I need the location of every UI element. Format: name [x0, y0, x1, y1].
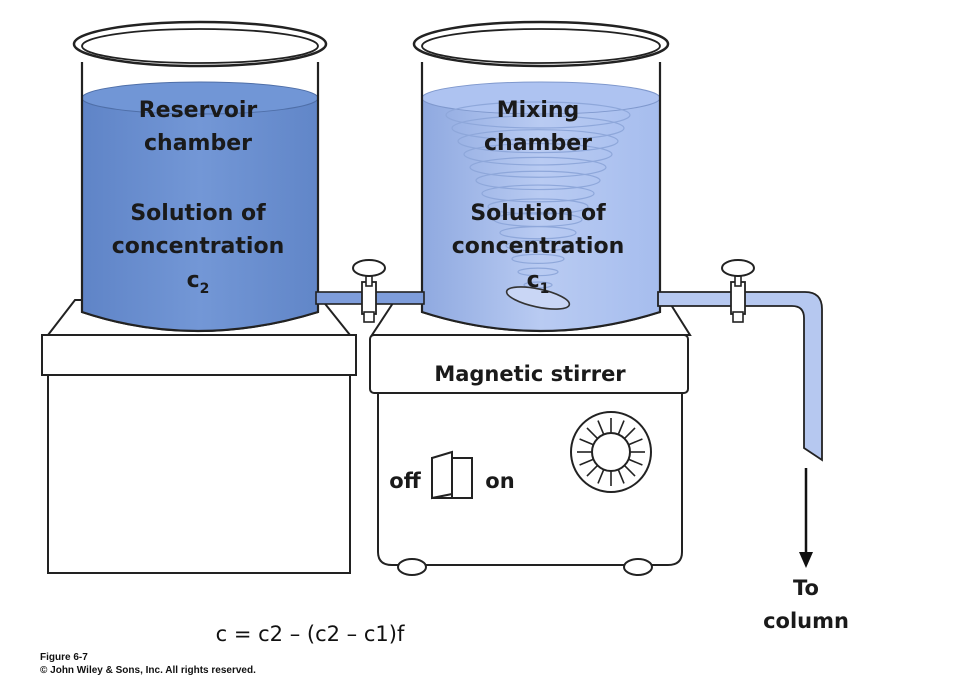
- reservoir-beaker: [72, 20, 328, 333]
- knob-ridge: [597, 420, 605, 435]
- mixing-beaker: [412, 20, 670, 333]
- reservoir-title-line2: chamber: [144, 131, 252, 156]
- reservoir-desc-line2: concentration: [112, 234, 285, 259]
- knob-ridge: [628, 438, 643, 446]
- mixing-title-line1: Mixing: [497, 98, 580, 123]
- mixing-title-line2: chamber: [484, 131, 592, 156]
- speed-knob-icon[interactable]: [570, 411, 652, 493]
- knob-ridge: [623, 464, 636, 477]
- stirrer-label: Magnetic stirrer: [434, 362, 626, 386]
- vortex-ring: [511, 253, 565, 264]
- figure-number: Figure 6-7: [40, 652, 88, 663]
- vortex-ring: [451, 115, 625, 141]
- knob-ridge: [579, 458, 594, 466]
- outlet-label-line1: To: [793, 576, 819, 600]
- vortex-ring: [469, 156, 607, 178]
- vortex-ring: [475, 170, 601, 191]
- knob-ridge: [617, 469, 625, 484]
- switch-off-label: off: [389, 469, 421, 493]
- mixing-solution: [422, 90, 660, 331]
- vortex-ring: [499, 226, 577, 240]
- outlet-tube: [657, 291, 823, 462]
- reservoir-concentration: c2: [187, 268, 210, 297]
- knob-ridge: [617, 420, 625, 435]
- knob-ridge: [586, 427, 599, 440]
- mixing-desc-line2: concentration: [452, 234, 625, 259]
- copyright-notice: © John Wiley & Sons, Inc. All rights res…: [40, 665, 256, 676]
- vortex-ring: [457, 129, 619, 154]
- gradient-equation: c = c2 – (c2 – c1)f: [216, 622, 405, 646]
- vortex-ring: [517, 267, 559, 277]
- knob-ridge: [623, 427, 636, 440]
- stopcock-valve-left[interactable]: [352, 259, 386, 323]
- vortex-ring: [505, 239, 571, 252]
- mixing-desc-line1: Solution of: [470, 201, 606, 226]
- to-column-arrow-icon: [799, 468, 813, 568]
- switch-on-label: on: [485, 469, 514, 493]
- reservoir-desc-line1: Solution of: [130, 201, 266, 226]
- outlet-label-line2: column: [763, 609, 849, 633]
- reservoir-solution: [82, 90, 318, 331]
- reservoir-title-line1: Reservoir: [139, 98, 258, 123]
- stopcock-valve-right[interactable]: [721, 259, 755, 323]
- vortex-ring: [445, 101, 631, 129]
- stir-bar-icon: [505, 286, 571, 310]
- knob-ridge: [579, 438, 594, 446]
- vortex-icon: [445, 101, 631, 289]
- vortex-ring: [487, 198, 589, 215]
- reservoir-platform: [41, 299, 357, 574]
- stirrer-foot-left: [397, 558, 427, 576]
- knob-ridge: [586, 464, 599, 477]
- vortex-ring: [481, 184, 595, 203]
- stirrer-foot-right: [623, 558, 653, 576]
- vortex-ring: [463, 142, 613, 166]
- mixing-concentration: c1: [527, 268, 550, 297]
- power-switch[interactable]: [431, 450, 473, 500]
- knob-ridge: [628, 458, 643, 466]
- knob-ridge: [597, 469, 605, 484]
